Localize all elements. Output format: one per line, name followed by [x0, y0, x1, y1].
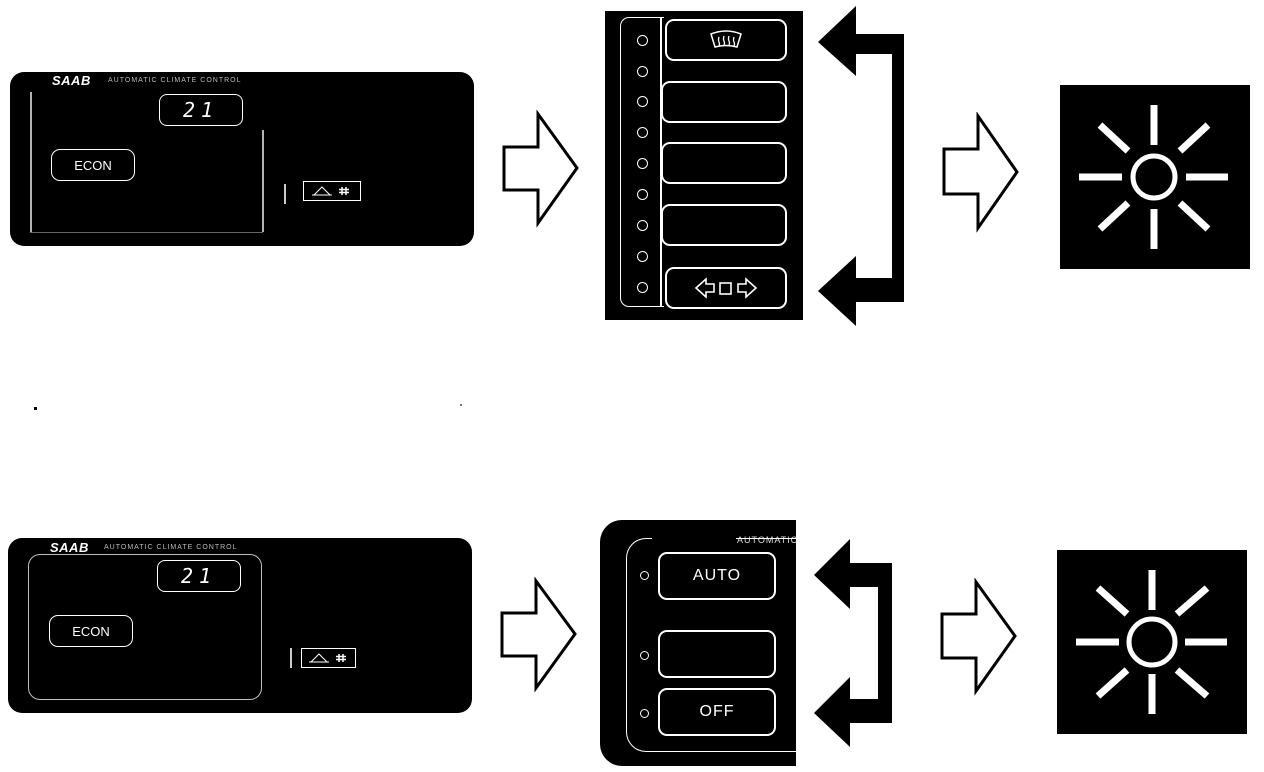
strip-button-4[interactable]	[661, 204, 787, 246]
scan-dot	[34, 407, 37, 410]
top-sun-panel	[1060, 85, 1250, 269]
panel-subtitle: AUTOMATIC CLIMATE CONTROL	[104, 544, 238, 551]
strip-frame	[620, 17, 664, 307]
air-distribution-button[interactable]	[665, 267, 787, 309]
outline-arrow-icon	[500, 577, 577, 693]
indicator-led	[640, 651, 649, 660]
air-distribution-icon	[312, 186, 349, 196]
panel-frame-line	[30, 92, 32, 232]
bottom-climate-control-panel: SAAB AUTOMATIC CLIMATE CONTROL 21 ECON	[8, 538, 472, 713]
panel-inner-frame	[28, 554, 262, 700]
indicator-led	[637, 35, 648, 46]
windscreen-defrost-icon	[710, 30, 742, 48]
air-distribution-icon	[694, 277, 758, 299]
defrost-ac-switch[interactable]	[301, 648, 356, 668]
indicator-led	[640, 709, 649, 718]
auto-button[interactable]: AUTO	[658, 552, 776, 600]
saab-logo: SAAB	[52, 73, 91, 88]
indicator-led	[637, 127, 648, 138]
indicator-led	[640, 571, 649, 580]
off-button[interactable]: OFF	[658, 688, 776, 736]
indicator-led	[637, 220, 648, 231]
defrost-ac-switch[interactable]	[303, 181, 361, 201]
econ-button[interactable]: ECON	[51, 149, 135, 181]
outline-arrow-icon	[940, 578, 1017, 696]
switch-divider	[290, 648, 292, 668]
indicator-led	[637, 251, 648, 262]
middle-button[interactable]	[658, 630, 776, 678]
bidirectional-arrow-icon	[818, 6, 904, 326]
indicator-led	[637, 96, 648, 107]
strip-button-3[interactable]	[661, 142, 787, 184]
indicator-led	[637, 158, 648, 169]
temperature-display: 21	[159, 94, 243, 126]
panel-subtitle: AUTOMATIC	[737, 535, 799, 545]
panel-subtitle: AUTOMATIC CLIMATE CONTROL	[108, 77, 242, 84]
bottom-auto-off-panel: SAAB AUTOMATIC AUTO OFF	[600, 520, 806, 766]
top-button-strip-panel	[605, 11, 803, 320]
strip-button-2[interactable]	[661, 81, 787, 123]
defrost-button[interactable]	[665, 19, 787, 61]
saab-logo: SAAB	[50, 540, 89, 555]
bidirectional-arrow-icon	[814, 539, 892, 747]
temperature-display: 21	[157, 560, 241, 592]
sun-icon	[1079, 105, 1228, 249]
sun-icon	[1076, 570, 1227, 714]
econ-button[interactable]: ECON	[49, 615, 133, 647]
top-climate-control-panel: SAAB AUTOMATIC CLIMATE CONTROL 21 ECON	[10, 72, 474, 246]
indicator-led	[637, 282, 648, 293]
air-distribution-icon	[308, 653, 346, 663]
frame-gap	[652, 532, 736, 546]
indicator-led	[637, 66, 648, 77]
switch-divider	[284, 184, 286, 204]
panel-frame-line	[262, 130, 264, 232]
scan-dot	[460, 404, 462, 406]
bottom-sun-panel	[1057, 550, 1247, 734]
outline-arrow-icon	[942, 112, 1019, 233]
outline-arrow-icon	[502, 110, 579, 228]
indicator-led	[637, 189, 648, 200]
panel-frame-line	[30, 232, 263, 233]
